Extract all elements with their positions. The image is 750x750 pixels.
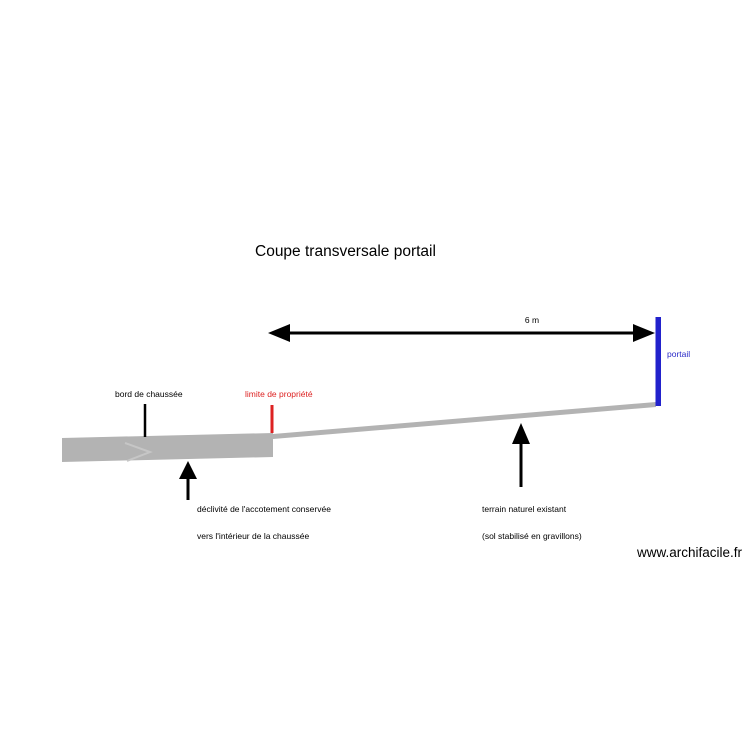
slope-annotation-line1: déclivité de l'accotement conservée xyxy=(197,504,331,514)
terrain-annotation: terrain naturel existant (sol stabilisé … xyxy=(482,487,582,559)
terrain-strip-shape xyxy=(273,402,656,439)
terrain-arrowhead xyxy=(512,423,530,444)
portal-label: portail xyxy=(667,349,691,359)
slope-annotation-line2: vers l'intérieur de la chaussée xyxy=(197,531,310,541)
property-limit-label: limite de propriété xyxy=(245,389,313,399)
archifacile-watermark: www.archifacile.fr xyxy=(637,545,743,560)
terrain-annotation-line1: terrain naturel existant xyxy=(482,504,567,514)
road-chevron-marking xyxy=(124,442,153,462)
terrain-annotation-line2: (sol stabilisé en gravillons) xyxy=(482,531,582,541)
slope-annotation: déclivité de l'accotement conservée vers… xyxy=(197,487,331,559)
road-shape xyxy=(62,433,273,462)
dimension-arrowhead-right xyxy=(633,324,655,342)
road-edge-label: bord de chaussée xyxy=(115,389,183,399)
portal-shape xyxy=(655,317,661,406)
diagram-title: Coupe transversale portail xyxy=(255,243,436,260)
dimension-label: 6 m xyxy=(524,315,540,325)
dimension-arrowhead-left xyxy=(268,324,290,342)
slope-arrowhead xyxy=(179,461,197,479)
